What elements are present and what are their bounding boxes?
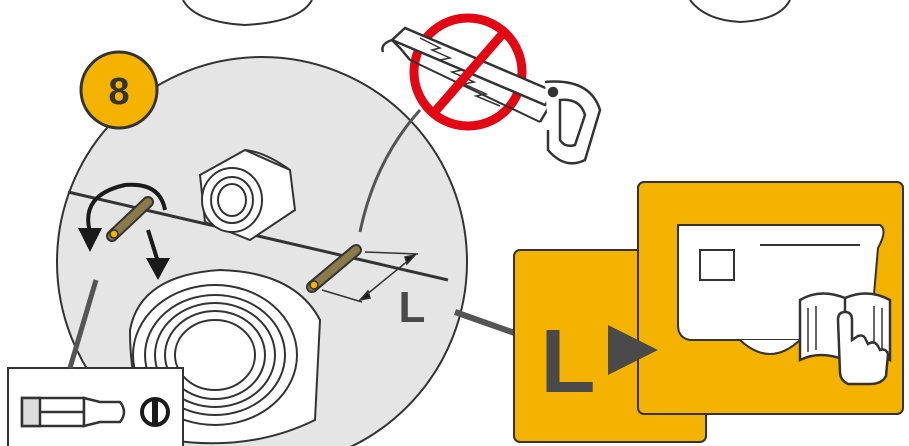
- step-number: 8: [108, 71, 129, 113]
- previous-step-circle-right: [690, 0, 790, 22]
- step-badge: 8: [81, 52, 157, 128]
- card-label: L: [541, 312, 596, 412]
- previous-step-circle-left: [183, 0, 312, 25]
- slot-head-icon: [142, 399, 168, 425]
- dimension-label: L: [399, 283, 426, 332]
- flat-screwdriver-icon: [22, 398, 124, 426]
